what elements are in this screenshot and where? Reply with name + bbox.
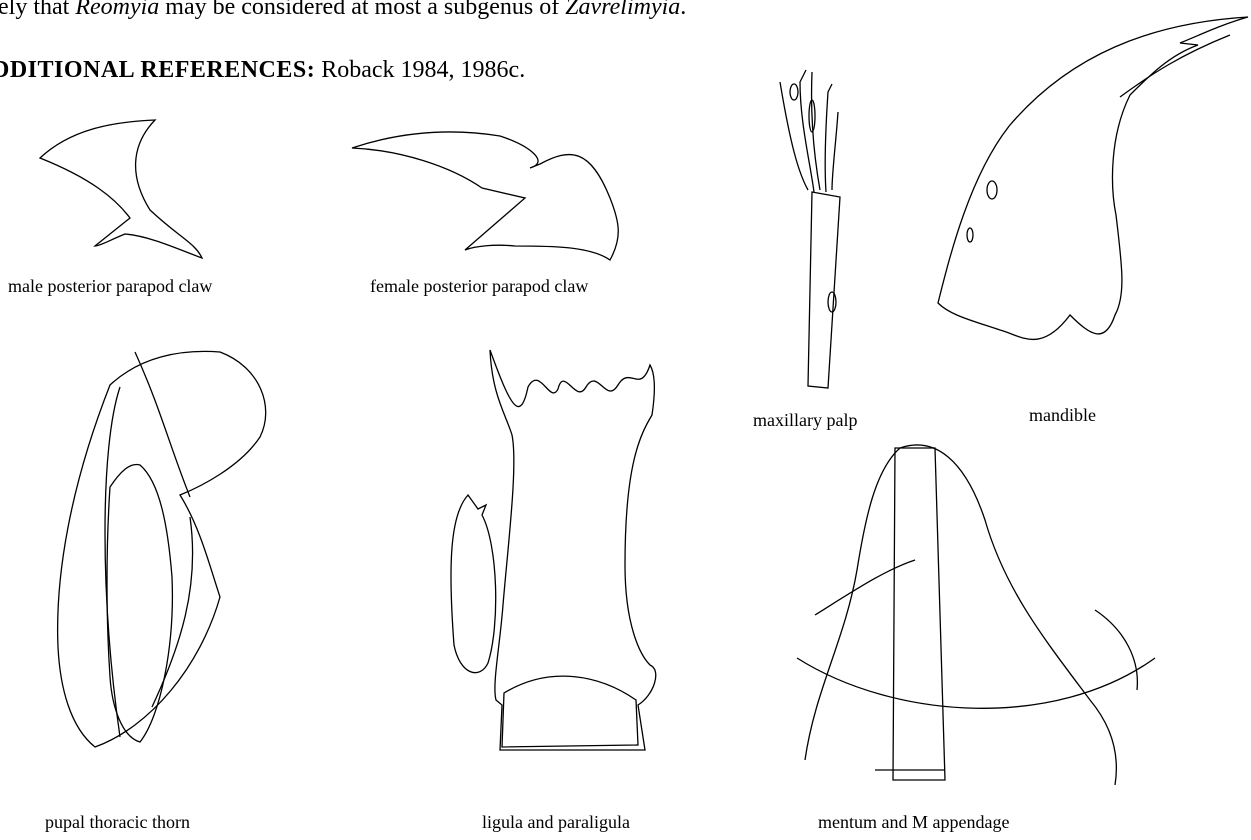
caption-mentum: mentum and M appendage [818,812,1009,833]
caption-thoracic-thorn: pupal thoracic thorn [45,812,190,833]
mentum-drawing [795,440,1155,790]
genus-name-zavrelimyia: Zavrelimyia [565,0,680,20]
female-parapod-claw-drawing [350,118,635,263]
caption-ligula: ligula and paraligula [482,812,630,833]
references-heading: DDITIONAL REFERENCES: [0,57,315,83]
text-segment: . [680,0,686,20]
mandible-drawing [930,15,1251,360]
ligula-paraligula-drawing [440,345,705,755]
caption-mandible: mandible [1029,405,1096,426]
male-parapod-claw-drawing [30,118,215,268]
text-segment: kely that [0,0,75,20]
text-segment: may be considered at most a subgenus of [159,0,565,20]
caption-maxillary-palp: maxillary palp [753,410,857,431]
additional-references: DDITIONAL REFERENCES: Roback 1984, 1986c… [0,57,525,84]
maxillary-palp-drawing [770,62,860,390]
pupal-thoracic-thorn-drawing [40,347,280,752]
references-list: Roback 1984, 1986c. [315,57,525,83]
caption-male-claw: male posterior parapod claw [8,276,212,297]
caption-female-claw: female posterior parapod claw [370,276,588,297]
body-text-line: kely that Reomyia may be considered at m… [0,0,686,21]
genus-name-reomyia: Reomyia [75,0,159,20]
